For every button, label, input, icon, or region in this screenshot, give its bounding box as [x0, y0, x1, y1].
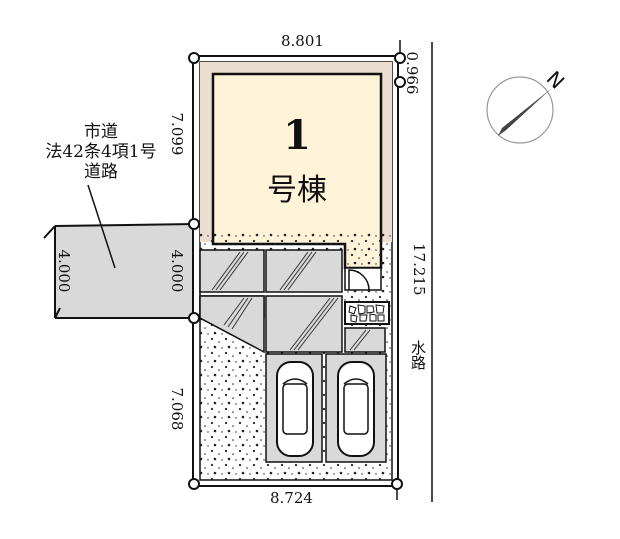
- car-1: [276, 361, 314, 457]
- road-label-line3: 道路: [84, 162, 118, 182]
- boundary-markers: [188, 52, 406, 490]
- dim-left-lower: 7.068: [168, 387, 186, 431]
- dim-bottom: 8.724: [270, 489, 313, 507]
- building-number: 1: [283, 112, 311, 159]
- stone-planter: [344, 301, 390, 325]
- road-label-line1: 市道: [84, 122, 118, 142]
- waterway-label: 水路: [409, 340, 427, 370]
- dim-right: 17.215: [410, 243, 428, 296]
- dim-road-width: 4.000: [55, 249, 73, 293]
- dim-top: 8.801: [281, 32, 324, 50]
- road-label: 市道 法42条4項1号 道路: [26, 122, 176, 182]
- paving: [199, 249, 386, 354]
- dim-top-right-small: 0.966: [403, 51, 421, 95]
- car-2: [337, 361, 375, 457]
- building-name: 号棟: [267, 173, 327, 208]
- north-arrow-icon: [486, 76, 554, 144]
- entrance: [344, 267, 382, 291]
- road-area: [43, 184, 196, 319]
- road-label-line2: 法42条4項1号: [45, 142, 157, 162]
- road-leader-line: [87, 184, 116, 269]
- dim-left-middle: 4.000: [168, 249, 186, 293]
